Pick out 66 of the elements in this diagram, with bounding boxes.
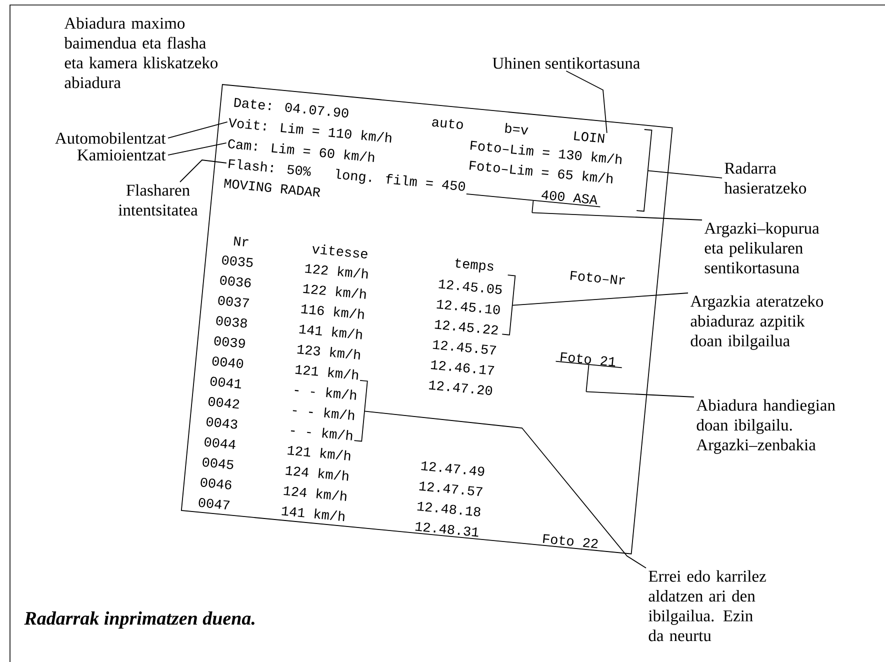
printout-text: 0039 bbox=[214, 336, 245, 348]
printout-text: 0041 bbox=[210, 376, 241, 388]
callout-text: Flasharen intentsitatea bbox=[118, 184, 198, 216]
printout-text: b=v bbox=[505, 122, 528, 134]
leader-line bbox=[512, 292, 688, 306]
printout-text: 124 km/h bbox=[286, 466, 348, 481]
printout-text: auto bbox=[432, 119, 463, 130]
bracket bbox=[636, 129, 652, 212]
printout-text: 0043 bbox=[206, 417, 238, 429]
printout-text: 0042 bbox=[208, 397, 240, 409]
printout-text: 141 km/h bbox=[282, 506, 344, 522]
leader-line bbox=[168, 122, 228, 138]
printout-text: LOIN bbox=[574, 131, 604, 143]
printout-text: 12.47.49 bbox=[421, 461, 484, 476]
leader-line bbox=[168, 142, 227, 156]
callout-text: Errei edo karrilez aldatzen ari den ibilgailua. Ezin da neurtu bbox=[648, 570, 766, 642]
leader-line bbox=[364, 410, 646, 568]
leader-line bbox=[566, 70, 608, 134]
printout-text: Date: 04.07.90 bbox=[234, 98, 348, 118]
printout-text: 12.45.57 bbox=[432, 340, 496, 354]
printout-text: 0045 bbox=[202, 458, 234, 470]
callout-text: Argazkia ateratzeko abiaduraz azpitik doan ibilgailua bbox=[690, 295, 824, 350]
printout-text: 0044 bbox=[204, 437, 236, 449]
printout-text: - - km/h bbox=[294, 387, 356, 400]
printout-text: 12.48.31 bbox=[415, 522, 478, 537]
callout-text: Radarra hasieratzeko bbox=[724, 162, 806, 194]
printout-text: 12.48.18 bbox=[417, 502, 480, 516]
caption: Radarrak inprimatzen duena. bbox=[24, 611, 254, 629]
callout-text: Kamioientzat bbox=[77, 149, 166, 161]
leader-line bbox=[586, 391, 694, 398]
printout-text: 0047 bbox=[198, 498, 230, 510]
callout-text: Automobilentzat bbox=[55, 132, 166, 144]
printout-text: 124 km/h bbox=[284, 486, 346, 501]
printout-text: 121 km/h bbox=[288, 446, 350, 460]
printout-text: 12.47.20 bbox=[428, 380, 492, 396]
printout-text: 0038 bbox=[216, 316, 247, 328]
printout-text: vitesse bbox=[312, 244, 368, 258]
printout-text: 122 km/h bbox=[305, 264, 368, 279]
leader-line bbox=[532, 212, 702, 220]
printout-text: Foto–Nr bbox=[570, 270, 625, 285]
printout-text: Flash: 50% bbox=[228, 159, 311, 176]
printout-text: 12.45.10 bbox=[436, 300, 500, 314]
callout-text: Abiadura handiegian doan ibilgailu. Argazki–zenbakia bbox=[696, 399, 836, 454]
printout-text: 12.47.57 bbox=[419, 482, 482, 496]
bracket bbox=[502, 274, 516, 336]
printout-text: Nr bbox=[234, 236, 248, 246]
leader-line bbox=[180, 160, 227, 182]
callout-text: Uhinen sentikortasuna bbox=[492, 57, 640, 69]
leader-line bbox=[647, 170, 722, 178]
printout-text: 123 km/h bbox=[297, 344, 360, 360]
printout-text: 0037 bbox=[218, 296, 250, 308]
printout-text: 116 km/h bbox=[301, 304, 364, 320]
printout-text: 400 ASA bbox=[542, 190, 598, 204]
printout-text: 0040 bbox=[212, 356, 244, 368]
printout-text: 0036 bbox=[220, 276, 251, 288]
printout-text: 121 km/h bbox=[295, 365, 358, 380]
printout-text: 0035 bbox=[222, 256, 253, 268]
printout-text: Foto 21 bbox=[560, 352, 616, 366]
printout-text: Foto 22 bbox=[543, 534, 598, 548]
printout-text: 12.46.17 bbox=[430, 360, 494, 375]
printout-text: - - km/h bbox=[292, 408, 354, 420]
note-text: Abiadura maximo baimendua eta flasha eta kamera kliskatzeko abiadura bbox=[64, 17, 218, 88]
printout-text: 122 km/h bbox=[303, 284, 366, 299]
printout-text: 0046 bbox=[200, 478, 232, 490]
printout-text: MOVING RADAR bbox=[224, 178, 320, 197]
callout-text: Argazki–kopurua eta pelikularen sentikortasuna bbox=[704, 222, 820, 274]
